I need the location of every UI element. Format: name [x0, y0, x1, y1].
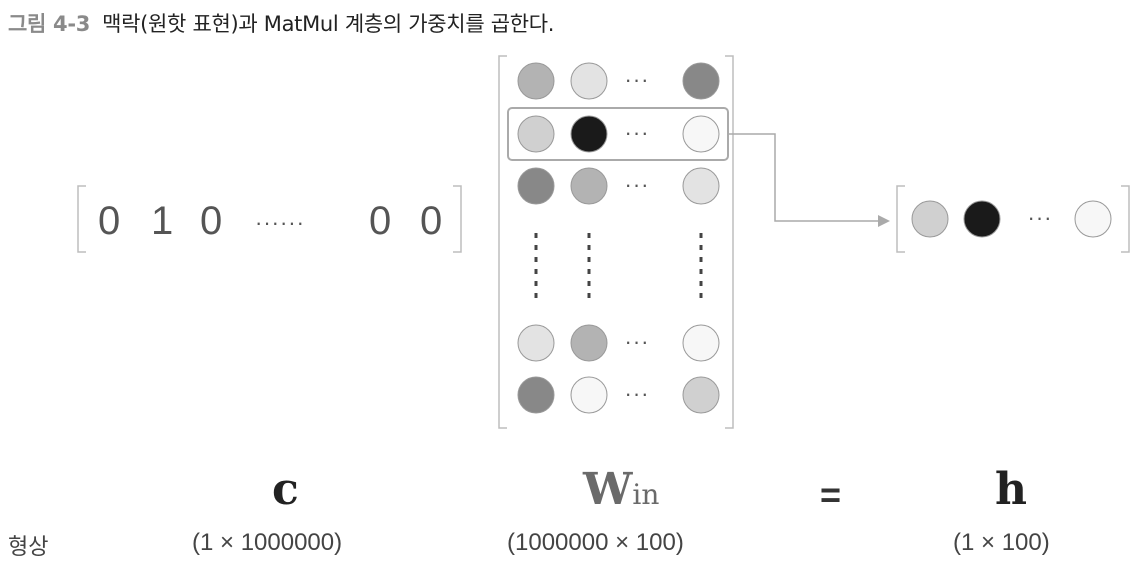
result-vector: ··· — [896, 185, 1130, 253]
matrix-cell — [517, 62, 555, 100]
weight-matrix-left-bracket — [498, 55, 507, 429]
shape-c: (1 × 1000000) — [192, 529, 343, 556]
figure-caption: 그림 4-3 맥락(원핫 표현)과 MatMul 계층의 가중치를 곱한다. — [8, 8, 554, 38]
context-vector-left-bracket — [77, 185, 86, 253]
matrix-cell — [570, 376, 608, 414]
arrowhead-icon — [878, 215, 890, 227]
matrix-vertical-ellipsis — [587, 233, 591, 298]
matrix-cell — [682, 62, 720, 100]
equals-sign: = — [820, 474, 842, 515]
matrix-cell — [570, 62, 608, 100]
weight-matrix: ··· ··· ··· ··· ··· — [498, 55, 734, 429]
figure-caption-text: 맥락(원핫 표현)과 MatMul 계층의 가중치를 곱한다. — [102, 12, 555, 36]
context-vector-element: 1 — [151, 199, 173, 243]
matrix-cell — [517, 115, 555, 153]
matrix-row-ellipsis: ··· — [625, 120, 650, 145]
result-cell — [1074, 200, 1112, 238]
result-cell — [911, 200, 949, 238]
result-cell — [963, 200, 1001, 238]
figure-number: 그림 4-3 — [8, 12, 91, 36]
result-vector-left-bracket — [896, 185, 905, 253]
symbol-h: h — [995, 464, 1027, 515]
matrix-cell — [517, 167, 555, 205]
matrix-vertical-ellipsis — [534, 233, 538, 298]
matrix-cell — [570, 115, 608, 153]
result-vector-cells: ··· — [911, 200, 1112, 238]
matrix-cell — [517, 376, 555, 414]
context-vector-element: 0 — [420, 199, 442, 243]
matrix-cell — [682, 324, 720, 362]
shape-w: (1000000 × 100) — [507, 529, 684, 556]
symbol-w: W — [583, 464, 633, 515]
shape-h: (1 × 100) — [953, 529, 1050, 556]
matrix-cell — [682, 115, 720, 153]
matrix-row-ellipsis: ··· — [625, 67, 650, 92]
weight-matrix-cells: ··· ··· ··· ··· ··· — [517, 62, 720, 414]
matrix-row-ellipsis: ··· — [625, 381, 650, 406]
result-vector-right-bracket — [1121, 185, 1130, 253]
context-vector-element: 0 — [98, 199, 120, 243]
matrix-cell — [570, 167, 608, 205]
context-vector: 0 1 0 ······ 0 0 — [77, 185, 462, 253]
matrix-cell — [682, 376, 720, 414]
symbol-w-subscript: in — [632, 478, 660, 511]
result-arrow — [728, 133, 880, 222]
matrix-row-ellipsis: ··· — [625, 329, 650, 354]
matrix-vertical-ellipsis — [699, 233, 703, 298]
result-ellipsis: ··· — [1028, 205, 1053, 230]
symbol-c: c — [272, 464, 299, 515]
matrix-cell — [682, 167, 720, 205]
weight-matrix-right-bracket — [725, 55, 734, 429]
context-vector-right-bracket — [453, 185, 462, 253]
context-vector-element: 0 — [369, 199, 391, 243]
matrix-cell — [570, 324, 608, 362]
symbol-w-in: Win — [583, 464, 659, 515]
context-vector-element: 0 — [200, 199, 222, 243]
matrix-row-ellipsis: ··· — [625, 172, 650, 197]
context-vector-ellipsis: ······ — [255, 210, 305, 235]
shape-label: 형상 — [8, 535, 49, 560]
matrix-cell — [517, 324, 555, 362]
